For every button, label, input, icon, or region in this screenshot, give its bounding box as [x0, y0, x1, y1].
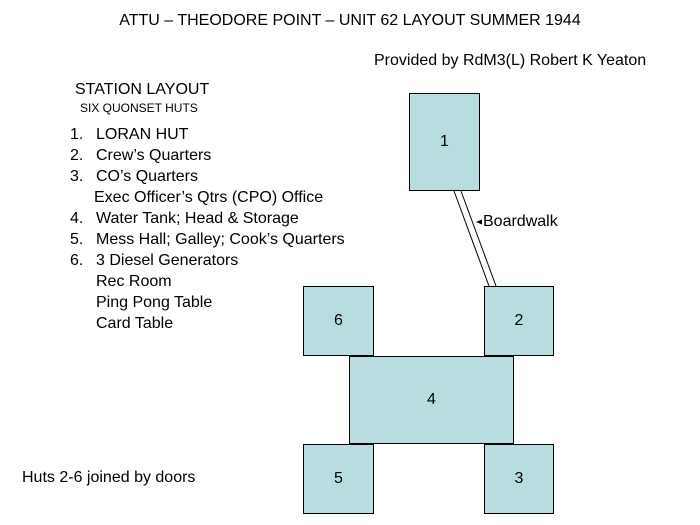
boardwalk-edge-right: [460, 190, 497, 287]
hut-2: 2: [484, 286, 554, 356]
list-item-continuation: Rec Room: [96, 273, 172, 290]
list-item-continuation: Ping Pong Table: [96, 294, 213, 311]
list-item-continuation: Exec Officer’s Qtrs (CPO) Office: [94, 189, 324, 206]
hut-number: 3: [514, 470, 524, 487]
arrow-icon: [476, 219, 482, 225]
list-item-continuation: Card Table: [96, 315, 174, 332]
list-item: 1. LORAN HUT: [70, 124, 345, 145]
list-number: 6.: [70, 252, 84, 269]
hut-4: 4: [349, 356, 514, 444]
station-list: 1. LORAN HUT 2. Crew’s Quarters 3. CO’s Qua…: [70, 124, 345, 334]
hut-1: 1: [409, 93, 480, 191]
list-item: 5. Mess Hall; Galley; Cook’s Quarters: [70, 229, 345, 250]
list-item: 2. Crew’s Quarters: [70, 145, 345, 166]
boardwalk-edge-left: [453, 190, 490, 287]
list-text: CO’s Quarters: [96, 168, 198, 185]
list-item: 6. 3 Diesel Generators: [70, 250, 345, 271]
list-number: 3.: [70, 168, 84, 185]
hut-6: 6: [303, 286, 374, 356]
list-text: LORAN HUT: [96, 126, 189, 143]
hut-5: 5: [303, 444, 374, 514]
list-text: 3 Diesel Generators: [96, 252, 239, 269]
hut-number: 6: [334, 312, 343, 329]
hut-number: 2: [514, 312, 524, 329]
list-item: 3. CO’s Quarters: [70, 166, 345, 187]
boardwalk-label: Boardwalk: [483, 213, 558, 230]
list-number: 1.: [70, 126, 84, 143]
credit-line: Provided by RdM3(L) Robert K Yeaton: [374, 52, 647, 69]
hut-number: 5: [334, 470, 343, 487]
hut-number: 1: [440, 133, 449, 150]
list-number: 2.: [70, 147, 84, 164]
list-number: 4.: [70, 210, 84, 227]
hut-3: 3: [484, 444, 554, 514]
list-number: 5.: [70, 231, 84, 248]
list-text: Mess Hall; Galley; Cook’s Quarters: [96, 231, 345, 248]
layout-subheading: SIX QUONSET HUTS: [80, 101, 198, 115]
list-text: Crew’s Quarters: [96, 147, 212, 164]
list-text: Water Tank; Head & Storage: [96, 210, 299, 227]
hut-number: 4: [427, 391, 436, 408]
layout-heading: STATION LAYOUT: [75, 81, 210, 98]
list-item: 4. Water Tank; Head & Storage: [70, 208, 345, 229]
page-title: ATTU – THEODORE POINT – UNIT 62 LAYOUT S…: [119, 12, 581, 29]
footnote: Huts 2-6 joined by doors: [22, 469, 196, 486]
